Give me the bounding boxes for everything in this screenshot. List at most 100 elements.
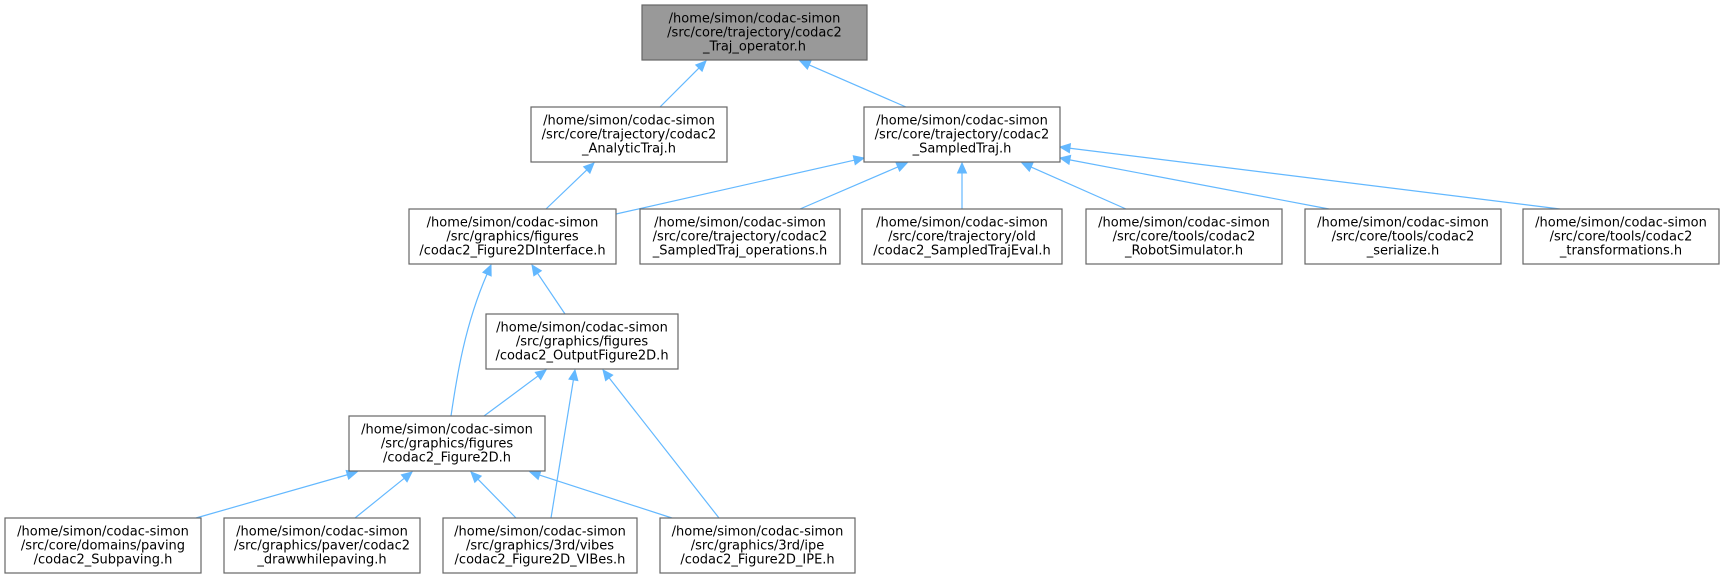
node-sampled-traj-eval[interactable]: /home/simon/codac-simon/src/core/traject… [861,208,1063,265]
edge-sampled_traj_operations-to-sampled_traj [799,162,909,210]
node-sampled-traj[interactable]: /home/simon/codac-simon/src/core/traject… [863,106,1061,163]
arrowhead-icon [956,161,968,174]
node-label-line: /src/core/trajectory/old [888,230,1036,245]
edge-line [608,377,720,519]
node-label-line: /home/simon/codac-simon [669,12,841,27]
edge-line [195,474,348,519]
edge-line [545,169,588,210]
edge-line [550,379,574,519]
nodes-layer: /home/simon/codac-simon/src/core/traject… [4,4,1720,574]
edge-line [354,477,405,519]
node-label-line: /src/core/trajectory/codac2 [542,128,717,143]
node-subpaving[interactable]: /home/simon/codac-simon/src/core/domains… [4,517,202,574]
node-label-line: /codac2_Figure2D.h [383,451,511,466]
node-label-line: /home/simon/codac-simon [1535,216,1707,231]
edge-line [1069,147,1561,210]
node-box [348,415,546,472]
node-box [408,208,617,265]
node-output-figure2d[interactable]: /home/simon/codac-simon/src/graphics/fig… [485,313,679,370]
node-label-line: /src/core/tools/codac2 [1113,230,1256,245]
node-sampled-traj-operations[interactable]: /home/simon/codac-simon/src/core/traject… [639,208,841,265]
node-label-line: _SampledTraj.h [912,142,1012,157]
arrowhead-icon [345,469,359,480]
arrowhead-icon [528,470,542,481]
node-label-line: /home/simon/codac-simon [876,216,1048,231]
edge-line [808,64,907,108]
node-label-line: /home/simon/codac-simon [17,525,189,540]
node-label-line: /src/graphics/figures [446,230,578,245]
edge-figure2d-to-output_figure2d [483,369,547,417]
arrowhead-icon [531,263,543,277]
node-label-line: /codac2_Figure2D_IPE.h [680,553,834,568]
node-box [659,517,856,574]
node-figure2d-interface[interactable]: /home/simon/codac-simon/src/graphics/fig… [408,208,617,265]
node-label-line: /src/graphics/paver/codac2 [234,539,410,554]
node-label-line: /home/simon/codac-simon [672,525,844,540]
node-analytic-traj[interactable]: /home/simon/codac-simon/src/core/traject… [530,106,728,163]
edge-subpaving-to-figure2d [195,469,359,519]
node-label-line: /codac2_Subpaving.h [34,553,173,568]
edge-line [1069,159,1330,210]
node-figure2d-ipe[interactable]: /home/simon/codac-simon/src/graphics/3rd… [659,517,856,574]
edge-line [1030,166,1127,210]
edge-line [450,273,488,417]
node-label-line: /home/simon/codac-simon [236,525,408,540]
edge-output_figure2d-to-figure2d_interface [531,263,566,315]
node-serialize[interactable]: /home/simon/codac-simon/src/core/tools/c… [1304,208,1502,265]
arrowhead-icon [895,162,909,172]
edge-robot_simulator-to-sampled_traj [1020,162,1127,210]
node-label-line: _RobotSimulator.h [1124,244,1243,259]
edge-sampled_traj-to-traj_operator [798,60,907,108]
node-label-line: _SampledTraj_operations.h [652,244,828,259]
arrowhead-icon [470,471,483,484]
arrowhead-icon [534,369,547,381]
edge-serialize-to-sampled_traj [1058,154,1330,210]
edges-layer [195,60,1561,519]
node-figure2d-vibes[interactable]: /home/simon/codac-simon/src/graphics/3rd… [442,517,638,574]
edge-analytic_traj-to-traj_operator [659,60,707,108]
edge-transformations-to-sampled_traj [1058,143,1561,210]
node-label-line: /src/graphics/3rd/ipe [691,539,825,554]
node-box [863,106,1061,163]
arrowhead-icon [852,155,866,166]
node-label-line: /home/simon/codac-simon [496,321,668,336]
node-label-line: _Traj_operator.h [702,40,806,55]
edge-figure2d_ipe-to-figure2d [528,470,673,519]
arrowhead-icon [1020,162,1034,173]
node-label-line: /home/simon/codac-simon [427,216,599,231]
node-figure2d[interactable]: /home/simon/codac-simon/src/graphics/fig… [348,415,546,472]
node-box [530,106,728,163]
arrowhead-icon [400,471,413,483]
node-label-line: /home/simon/codac-simon [361,423,533,438]
node-label-line: /src/core/domains/paving [21,539,185,554]
node-label-line: _transformations.h [1559,244,1682,259]
node-label-line: /home/simon/codac-simon [454,525,626,540]
node-box [641,4,868,61]
node-robot-simulator[interactable]: /home/simon/codac-simon/src/core/tools/c… [1085,208,1283,265]
node-box [861,208,1063,265]
edge-drawwhilepaving-to-figure2d [354,471,413,519]
node-label-line: /src/graphics/3rd/vibes [466,539,614,554]
edge-line [477,478,517,519]
node-label-line: /src/core/trajectory/codac2 [875,128,1050,143]
edge-figure2d_interface-to-analytic_traj [545,162,595,210]
edge-line [539,474,673,519]
arrowhead-icon [798,60,812,71]
node-label-line: /home/simon/codac-simon [543,114,715,129]
node-drawwhilepaving[interactable]: /home/simon/codac-simon/src/graphics/pav… [223,517,421,574]
arrowhead-icon [1058,143,1072,154]
edge-line [615,159,855,215]
arrowhead-icon [568,368,579,382]
node-label-line: /home/simon/codac-simon [1098,216,1270,231]
edge-figure2d_vibes-to-figure2d [470,471,517,519]
node-label-line: /home/simon/codac-simon [1317,216,1489,231]
node-box [442,517,638,574]
node-label-line: /src/graphics/figures [516,335,648,350]
node-label-line: /src/core/trajectory/codac2 [667,26,842,41]
node-transformations[interactable]: /home/simon/codac-simon/src/core/tools/c… [1522,208,1720,265]
arrowhead-icon [481,263,492,277]
edge-line [537,272,566,315]
edge-figure2d_vibes-to-output_figure2d [550,368,579,519]
node-label-line: /codac2_Figure2D_VIBes.h [455,553,626,568]
node-box [639,208,841,265]
